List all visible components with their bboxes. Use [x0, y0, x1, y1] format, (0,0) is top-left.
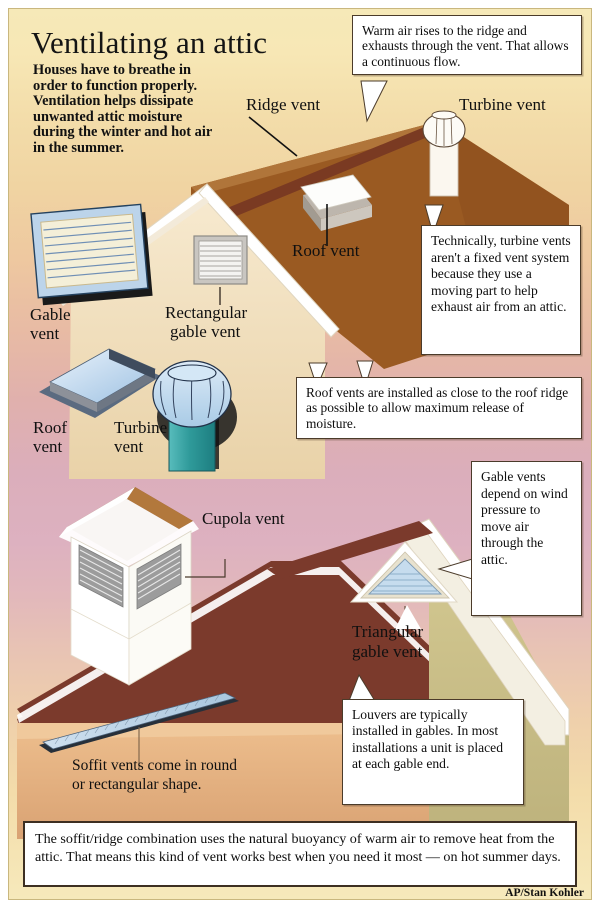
summary-box: The soffit/ridge combination uses the na…	[23, 821, 577, 887]
callout-ridge-airflow: Warm air rises to the ridge and exhausts…	[352, 15, 582, 75]
rectangular-gable-vent-illustration	[193, 235, 248, 305]
cupola-leader	[185, 559, 226, 578]
infographic-panel: Ventilating an attic Houses have to brea…	[8, 8, 592, 900]
label-triangular-gable-vent-line1: Triangular	[352, 622, 424, 641]
roofvent-callout-tail-a	[356, 360, 374, 389]
triangular-gable-vent-illustration	[349, 541, 459, 623]
label-triangular-gable-vent-line2: gable vent	[352, 642, 423, 661]
label-roof-vent-left-line2: vent	[33, 437, 63, 456]
label-soffit-note-line2: or rectangular shape.	[72, 776, 202, 793]
ridge-vent-leader	[248, 116, 298, 157]
label-ridge-vent: Ridge vent	[246, 95, 321, 114]
soffit-vent-illustration	[39, 692, 239, 769]
label-turbine-vent-top: Turbine vent	[459, 95, 546, 114]
roofvent-callout-tail-b	[308, 362, 328, 389]
label-turbine-vent-left-line1: Turbine	[114, 418, 168, 437]
turbine-callout-tail	[424, 204, 444, 236]
cupola-vent-illustration	[59, 487, 199, 686]
callout-louvers: Louvers are typically installed in gable…	[342, 699, 524, 805]
label-rectangular-gable-vent-line2: gable vent	[170, 322, 241, 341]
page-title: Ventilating an attic	[31, 25, 268, 60]
ridge-callout-tail	[360, 80, 388, 123]
label-soffit-note-line1: Soffit vents come in round	[72, 757, 238, 774]
roof-vent-sample	[39, 348, 161, 418]
callout-roof-vent: Roof vents are installed as close to the…	[296, 377, 582, 439]
callout-gable-vent: Gable vents depend on wind pressure to m…	[471, 461, 582, 616]
label-turbine-vent-left-line2: vent	[114, 437, 144, 456]
turbine-vent-sample	[152, 360, 237, 472]
label-roof-vent-left-line1: Roof	[33, 418, 67, 437]
callout-turbine-vent: Technically, turbine vents aren't a fixe…	[421, 225, 581, 355]
label-rectangular-gable-vent-line1: Rectangular	[165, 303, 248, 322]
label-roof-vent-top: Roof vent	[292, 241, 360, 260]
label-cupola-vent: Cupola vent	[202, 509, 285, 528]
roof-vent-on-roof	[300, 174, 372, 231]
turbine-vent-on-roof	[422, 110, 466, 197]
gable-vent-sample	[30, 203, 153, 306]
label-gable-vent-line2: vent	[30, 324, 60, 343]
credit-line: AP/Stan Kohler	[505, 886, 584, 899]
intro-paragraph: Houses have to breathe in order to funct…	[33, 62, 212, 156]
label-gable-vent-line1: Gable	[30, 305, 71, 324]
triangle-gable-spike	[395, 605, 421, 629]
